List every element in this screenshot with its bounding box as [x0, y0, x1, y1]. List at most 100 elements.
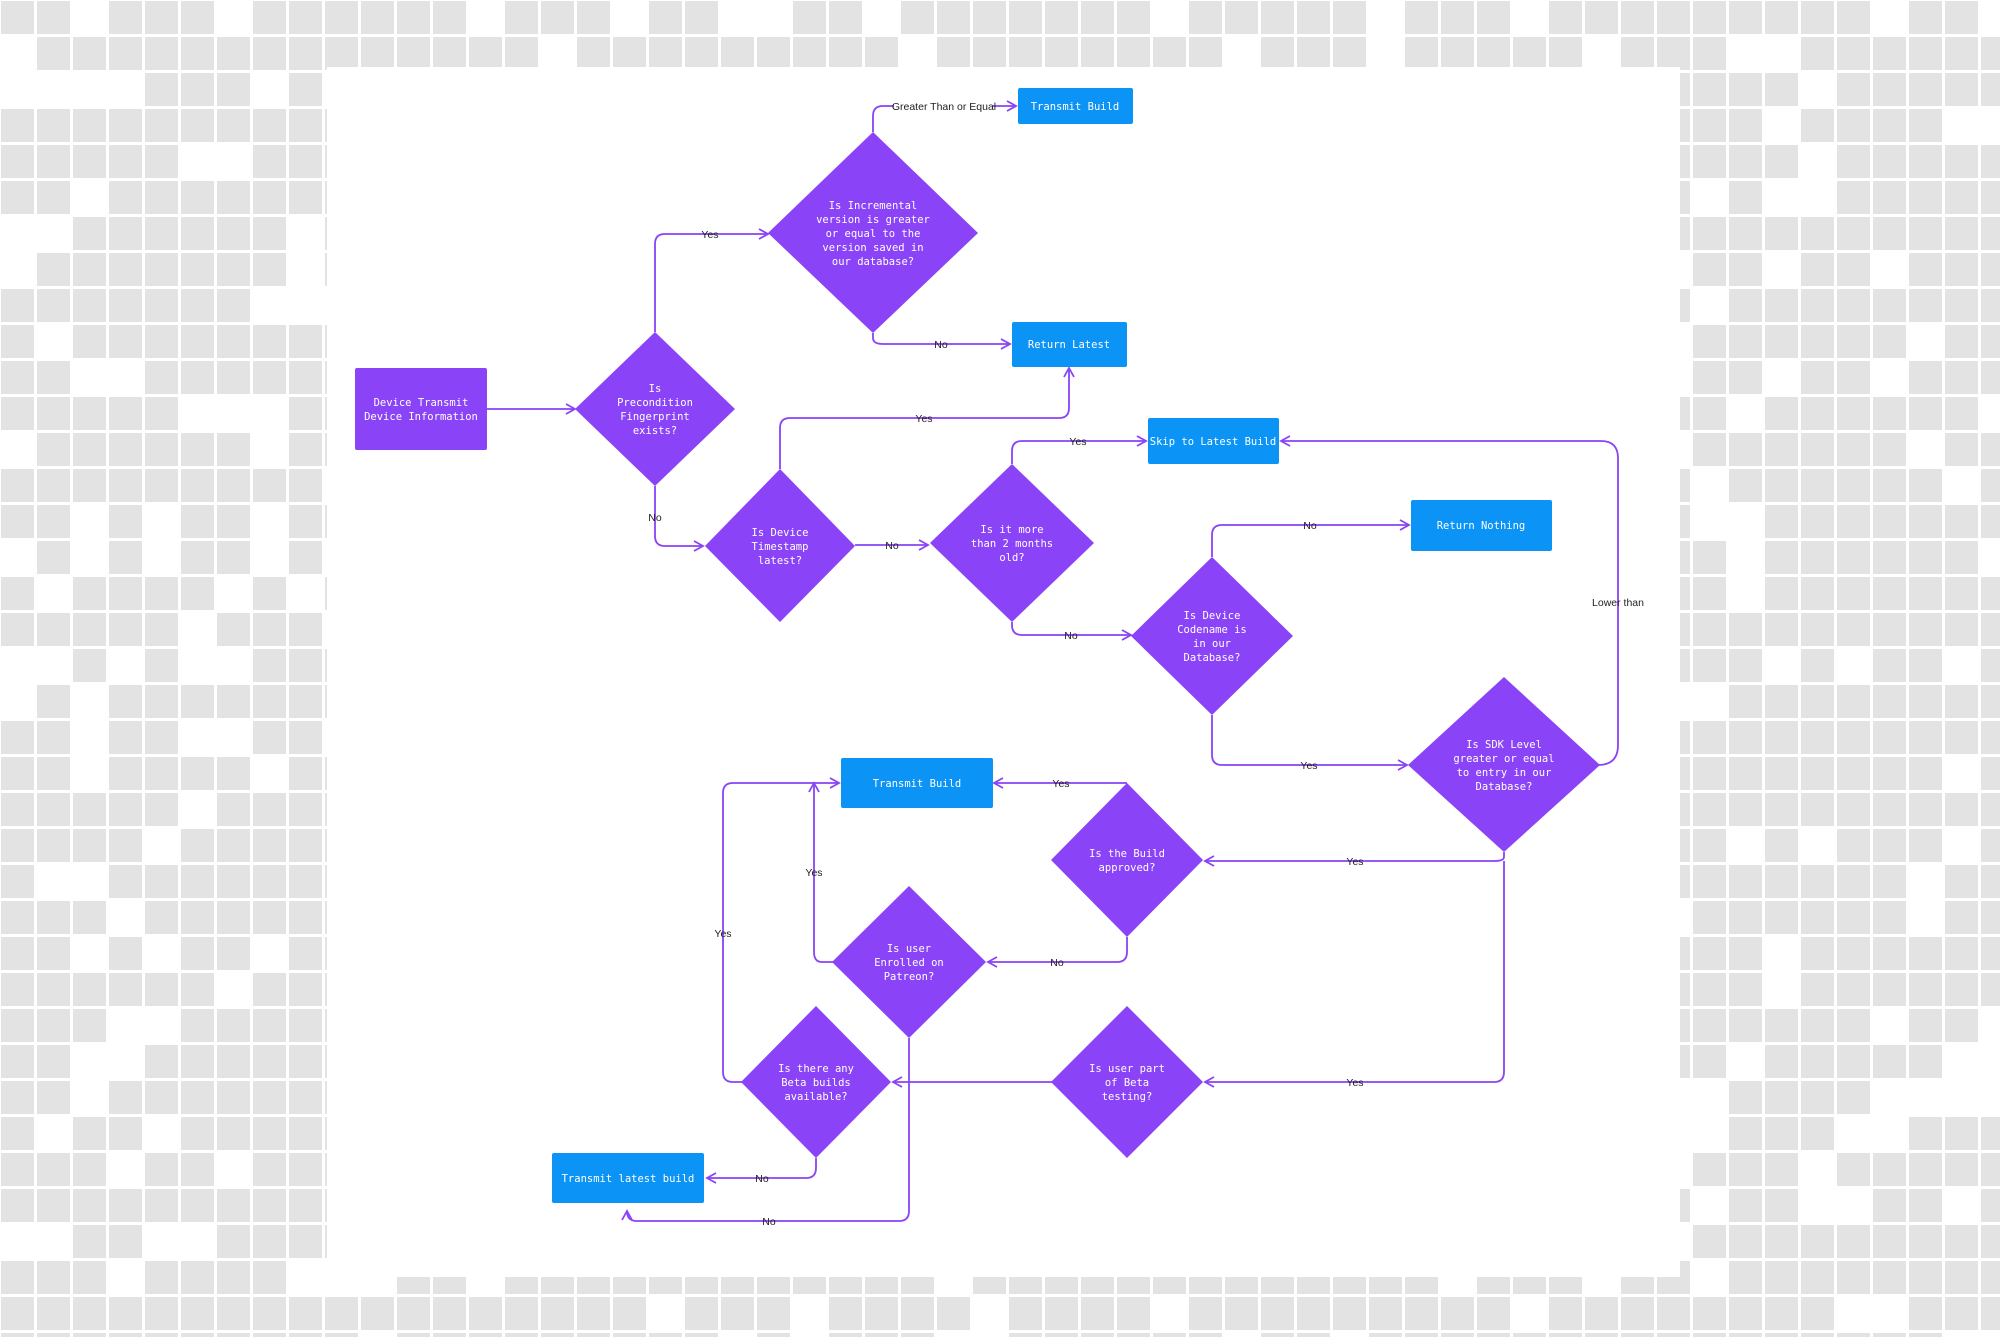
grid-tile [1981, 577, 2000, 610]
grid-tile [1, 613, 34, 646]
grid-tile [145, 1045, 178, 1078]
grid-tile [109, 613, 142, 646]
grid-tile [145, 685, 178, 718]
grid-tile [1837, 469, 1870, 502]
grid-tile [1, 937, 34, 970]
grid-tile [1765, 793, 1798, 826]
grid-tile [253, 865, 286, 898]
grid-tile [1, 829, 34, 862]
node-text-line: Device Transmit [374, 397, 469, 409]
grid-tile [1693, 757, 1726, 790]
node-text-line: Transmit Build [873, 778, 962, 790]
grid-tile [1333, 1, 1366, 34]
grid-tile [217, 217, 250, 250]
edge-sdk-yes-beta [1203, 861, 1505, 1088]
edge-label-yes: Yes [1052, 778, 1069, 790]
grid-tile [73, 613, 106, 646]
grid-tile [1909, 757, 1942, 790]
grid-tile [37, 469, 70, 502]
grid-tile [253, 469, 286, 502]
grid-tile [145, 721, 178, 754]
grid-tile [1909, 37, 1942, 70]
grid-tile [1909, 397, 1942, 430]
grid-tile [37, 433, 70, 466]
grid-tile [1981, 325, 2000, 358]
node-text-line: Is user part [1089, 1063, 1165, 1075]
grid-tile [1837, 829, 1870, 862]
grid-tile [1729, 181, 1762, 214]
grid-tile [1693, 1045, 1726, 1078]
grid-tile [37, 397, 70, 430]
grid-tile [1693, 901, 1726, 934]
grid-tile [217, 469, 250, 502]
grid-tile [1765, 289, 1798, 322]
grid-tile [649, 37, 682, 70]
grid-tile [685, 37, 718, 70]
grid-tile [1333, 37, 1366, 70]
grid-tile [1873, 721, 1906, 754]
grid-tile [1693, 541, 1726, 574]
grid-tile [505, 37, 538, 70]
edge-label-yes: Yes [701, 229, 718, 241]
grid-tile [1693, 973, 1726, 1006]
grid-tile [145, 289, 178, 322]
decision-two-months-old: Is it more than 2 months old? [930, 464, 1094, 622]
grid-tile [721, 37, 754, 70]
grid-tile [1981, 145, 2000, 178]
grid-tile [1765, 217, 1798, 250]
grid-tile [1729, 685, 1762, 718]
grid-tile [289, 433, 322, 466]
edge-label-no: No [1064, 630, 1078, 642]
grid-tile [1, 109, 34, 142]
grid-tile [1, 1081, 34, 1114]
edge-label-yes: Yes [805, 867, 822, 879]
grid-tile [253, 721, 286, 754]
grid-tile [1765, 541, 1798, 574]
grid-tile [1, 1045, 34, 1078]
grid-tile [1945, 1, 1978, 34]
node-text-line: exists? [633, 425, 677, 437]
grid-tile [1873, 217, 1906, 250]
grid-tile [217, 541, 250, 574]
grid-tile [1909, 973, 1942, 1006]
grid-tile [1873, 37, 1906, 70]
grid-tile [1729, 793, 1762, 826]
grid-tile [1, 325, 34, 358]
grid-tile [217, 433, 250, 466]
grid-tile [145, 325, 178, 358]
grid-tile [1837, 541, 1870, 574]
grid-tile [1765, 469, 1798, 502]
grid-tile [1693, 433, 1726, 466]
grid-tile [289, 973, 322, 1006]
grid-tile [289, 361, 322, 394]
node-text-line: Fingerprint [620, 411, 690, 423]
grid-tile [1945, 793, 1978, 826]
grid-tile [217, 757, 250, 790]
grid-tile [109, 721, 142, 754]
grid-tile [1765, 865, 1798, 898]
grid-tile [1801, 901, 1834, 934]
grid-tile [37, 613, 70, 646]
grid-tile [181, 325, 214, 358]
grid-tile [289, 505, 322, 538]
grid-tile [613, 37, 646, 70]
grid-tile [1693, 145, 1726, 178]
grid-tile [937, 37, 970, 70]
grid-tile [253, 829, 286, 862]
grid-tile [181, 901, 214, 934]
grid-tile [289, 397, 322, 430]
grid-tile [289, 73, 322, 106]
grid-tile [289, 613, 322, 646]
node-text-line: Transmit Build [1031, 101, 1120, 113]
grid-tile [145, 361, 178, 394]
node-text-line: testing? [1102, 1091, 1153, 1103]
grid-tile [505, 1, 538, 34]
grid-tile [109, 685, 142, 718]
decision-beta-available: Is there any Beta builds available? [741, 1006, 891, 1158]
grid-tile [73, 325, 106, 358]
grid-tile [1441, 37, 1474, 70]
grid-tile [1981, 37, 2000, 70]
node-text-line: Is SDK Level [1466, 739, 1542, 751]
grid-tile [1, 1117, 34, 1150]
